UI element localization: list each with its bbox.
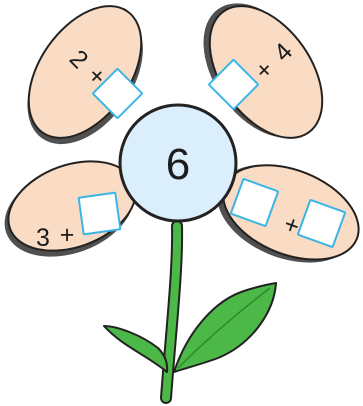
left-leaf <box>104 326 167 372</box>
petal-bottom-left-operator: + <box>60 221 75 249</box>
petal-bottom-left-answer-box[interactable] <box>79 193 121 235</box>
center-value: 6 <box>166 140 190 189</box>
petal-bottom-left-number: 3 <box>36 224 50 252</box>
right-leaf <box>174 283 276 372</box>
